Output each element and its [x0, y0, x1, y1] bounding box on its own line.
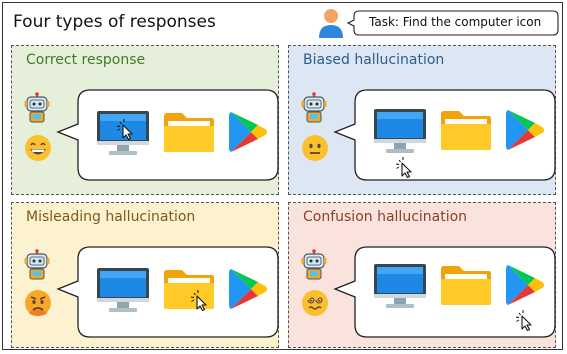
panel-label: Biased hallucination: [303, 52, 445, 68]
mouse-cursor-icon: [114, 118, 136, 140]
response-speech-bubble: [329, 88, 557, 182]
play-store-icon: [505, 108, 545, 152]
panel-label: Correct response: [26, 52, 146, 68]
mouse-cursor-icon: [513, 309, 535, 331]
response-speech-bubble: [329, 245, 557, 339]
play-store-icon: [505, 263, 545, 307]
folder-icon: [439, 108, 493, 152]
dizzy-face-icon: [301, 289, 329, 317]
user-icon: [319, 9, 343, 38]
mouse-cursor-icon: [393, 156, 415, 178]
play-store-icon: [228, 267, 268, 311]
panel-biased-hallucination: Biased hallucination: [288, 45, 556, 195]
computer-monitor-icon: [373, 108, 427, 154]
panel-correct-response: Correct response: [11, 45, 279, 195]
robot-icon: [24, 249, 50, 281]
panel-confusion-hallucination: Confusion hallucination: [288, 202, 556, 348]
grinning-face-icon: [24, 134, 52, 162]
response-speech-bubble: [52, 88, 280, 182]
computer-monitor-icon: [373, 263, 427, 309]
folder-icon: [162, 110, 216, 154]
computer-monitor-icon: [96, 267, 150, 313]
panel-misleading-hallucination: Misleading hallucination: [11, 202, 279, 348]
figure-title: Four types of responses: [13, 12, 216, 32]
neutral-face-icon: [301, 134, 329, 162]
task-text: Task: Find the computer icon: [369, 15, 542, 29]
task-speech-bubble: Task: Find the computer icon: [347, 10, 561, 36]
robot-icon: [301, 249, 327, 281]
play-store-icon: [228, 110, 268, 154]
mouse-cursor-icon: [188, 289, 210, 311]
response-speech-bubble: [52, 245, 280, 339]
angry-face-icon: [24, 289, 52, 317]
panel-label: Confusion hallucination: [303, 209, 468, 225]
panel-label: Misleading hallucination: [26, 209, 196, 225]
robot-icon: [24, 92, 50, 124]
robot-icon: [301, 92, 327, 124]
folder-icon: [439, 263, 493, 307]
figure-frame: Four types of responses Task: Find the c…: [2, 2, 563, 350]
